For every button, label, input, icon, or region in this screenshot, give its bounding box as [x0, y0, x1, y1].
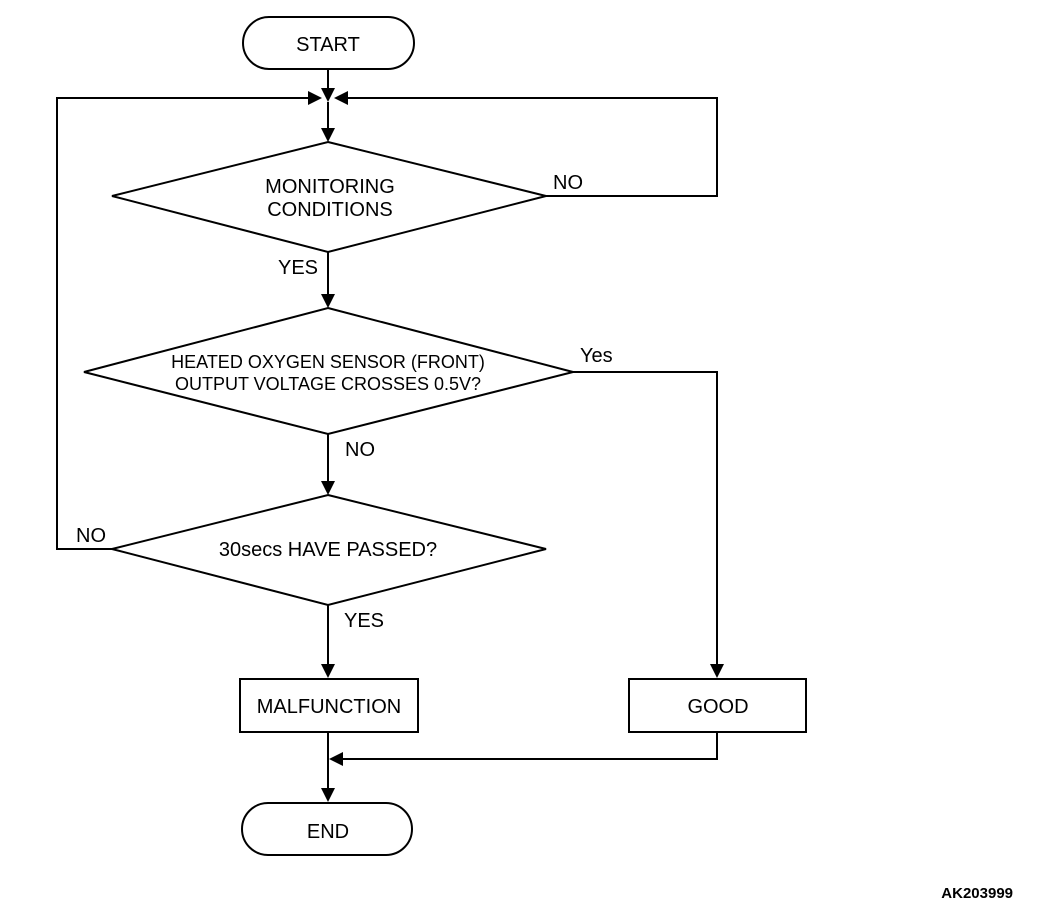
end-terminal	[241, 802, 413, 856]
connector-good-to-end	[342, 732, 718, 760]
arrowhead-good	[710, 664, 724, 678]
arrowhead-monitoring	[321, 128, 335, 142]
decision-sensor-line2: OUTPUT VOLTAGE CROSSES 0.5V?	[175, 374, 481, 394]
connector-time-no-loop	[56, 97, 308, 550]
decision-sensor-line1: HEATED OXYGEN SENSOR (FRONT)	[171, 352, 485, 372]
arrowhead-into-merge	[321, 88, 335, 102]
figure-id: AK203999	[941, 885, 1013, 902]
end-label: END	[307, 821, 349, 843]
start-label: START	[296, 34, 360, 56]
arrowhead-good-merge	[329, 752, 343, 766]
arrowhead-end	[321, 788, 335, 802]
arrowhead-sensor	[321, 294, 335, 308]
connector-sensor-yes-to-good	[573, 371, 718, 664]
monitoring-yes-label: YES	[278, 257, 318, 279]
time-yes-label: YES	[344, 610, 384, 632]
monitoring-no-label: NO	[553, 172, 583, 194]
arrowhead-time	[321, 481, 335, 495]
decision-time-text: 30secs HAVE PASSED?	[219, 539, 437, 561]
malfunction-label: MALFUNCTION	[257, 696, 401, 718]
time-no-label: NO	[76, 525, 106, 547]
sensor-yes-label: Yes	[580, 345, 613, 367]
sensor-no-label: NO	[345, 439, 375, 461]
arrowhead-loop-left	[308, 91, 322, 105]
decision-monitoring-line2: CONDITIONS	[267, 199, 393, 221]
arrowhead-loop-right	[334, 91, 348, 105]
decision-monitoring-line1: MONITORING	[265, 176, 395, 198]
good-label: GOOD	[687, 696, 748, 718]
connector-monitoring-no-loop	[348, 97, 718, 197]
arrowhead-malfunction	[321, 664, 335, 678]
